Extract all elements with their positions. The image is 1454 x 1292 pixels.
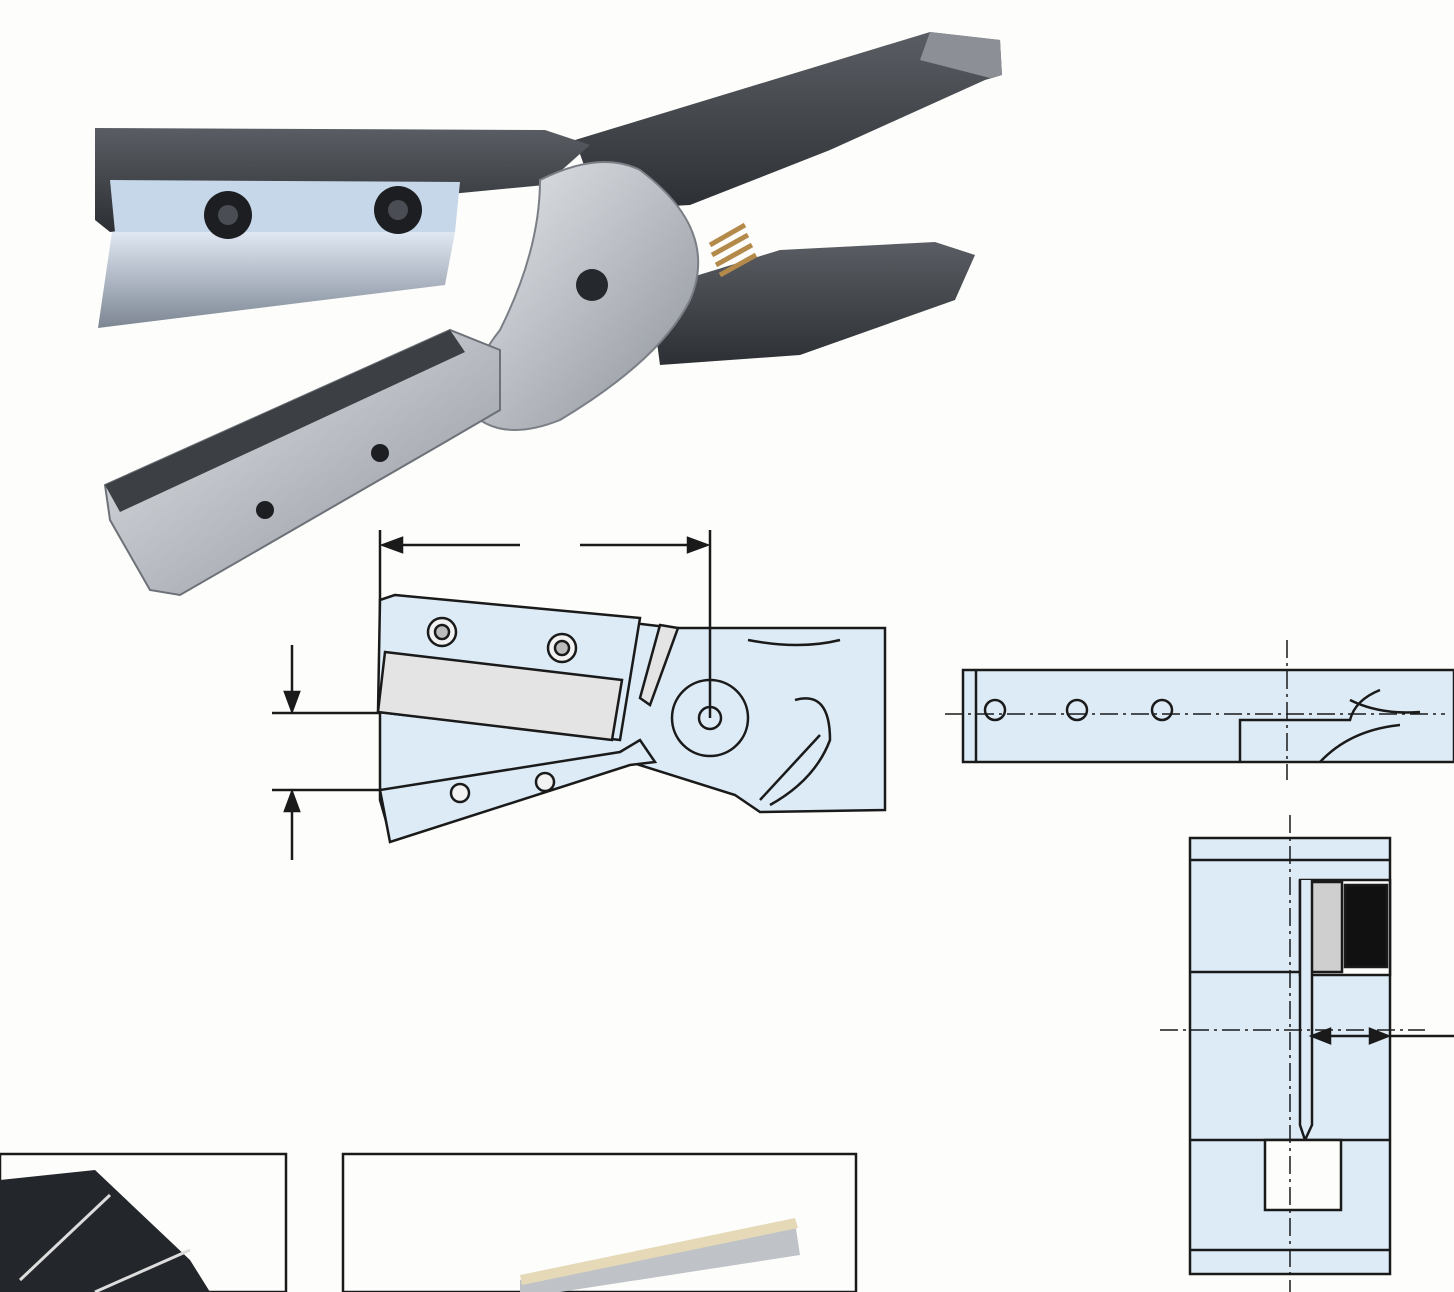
screw-icon — [534, 771, 556, 793]
thumbnail-right — [341, 1152, 858, 1292]
thumbnail-left — [0, 1152, 288, 1292]
lower-handle — [650, 242, 975, 365]
upper-handle — [575, 32, 1002, 210]
screw-icon — [983, 698, 1007, 722]
front-view-centerlines — [1160, 815, 1425, 1292]
photo-blade — [98, 232, 455, 328]
dimension-b — [1308, 1027, 1454, 1045]
screw-icon — [1150, 698, 1174, 722]
side-view-drawing — [376, 593, 887, 844]
spring — [708, 222, 758, 278]
screw-icon — [1065, 698, 1089, 722]
dimension-a — [378, 530, 712, 718]
top-view-centerlines — [945, 640, 1445, 780]
air-nipper-photo — [95, 32, 1002, 597]
set-screw-icon — [371, 444, 389, 462]
side-view-blade — [376, 650, 624, 742]
top-view-drawing — [961, 668, 1454, 764]
set-screw-icon — [256, 501, 274, 519]
screw-icon — [449, 782, 471, 804]
pivot-hole — [576, 269, 608, 301]
lower-jaw — [103, 328, 501, 597]
lower-jaw-outline — [378, 738, 658, 844]
dimension-c — [272, 645, 380, 860]
